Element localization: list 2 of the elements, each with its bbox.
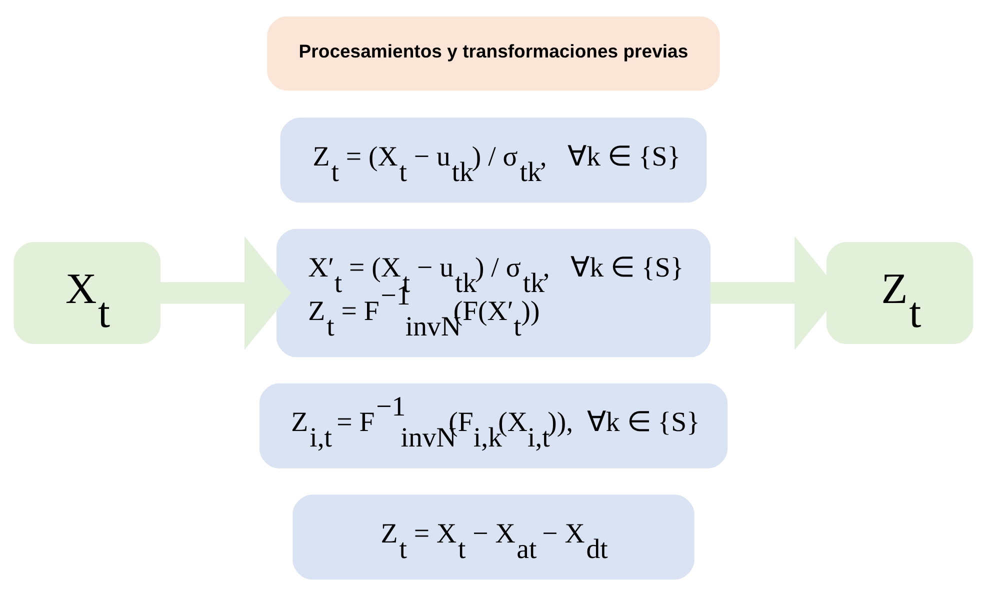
arrow (160, 236, 291, 350)
node-box: Procesamientos y transformaciones previas (267, 16, 720, 90)
